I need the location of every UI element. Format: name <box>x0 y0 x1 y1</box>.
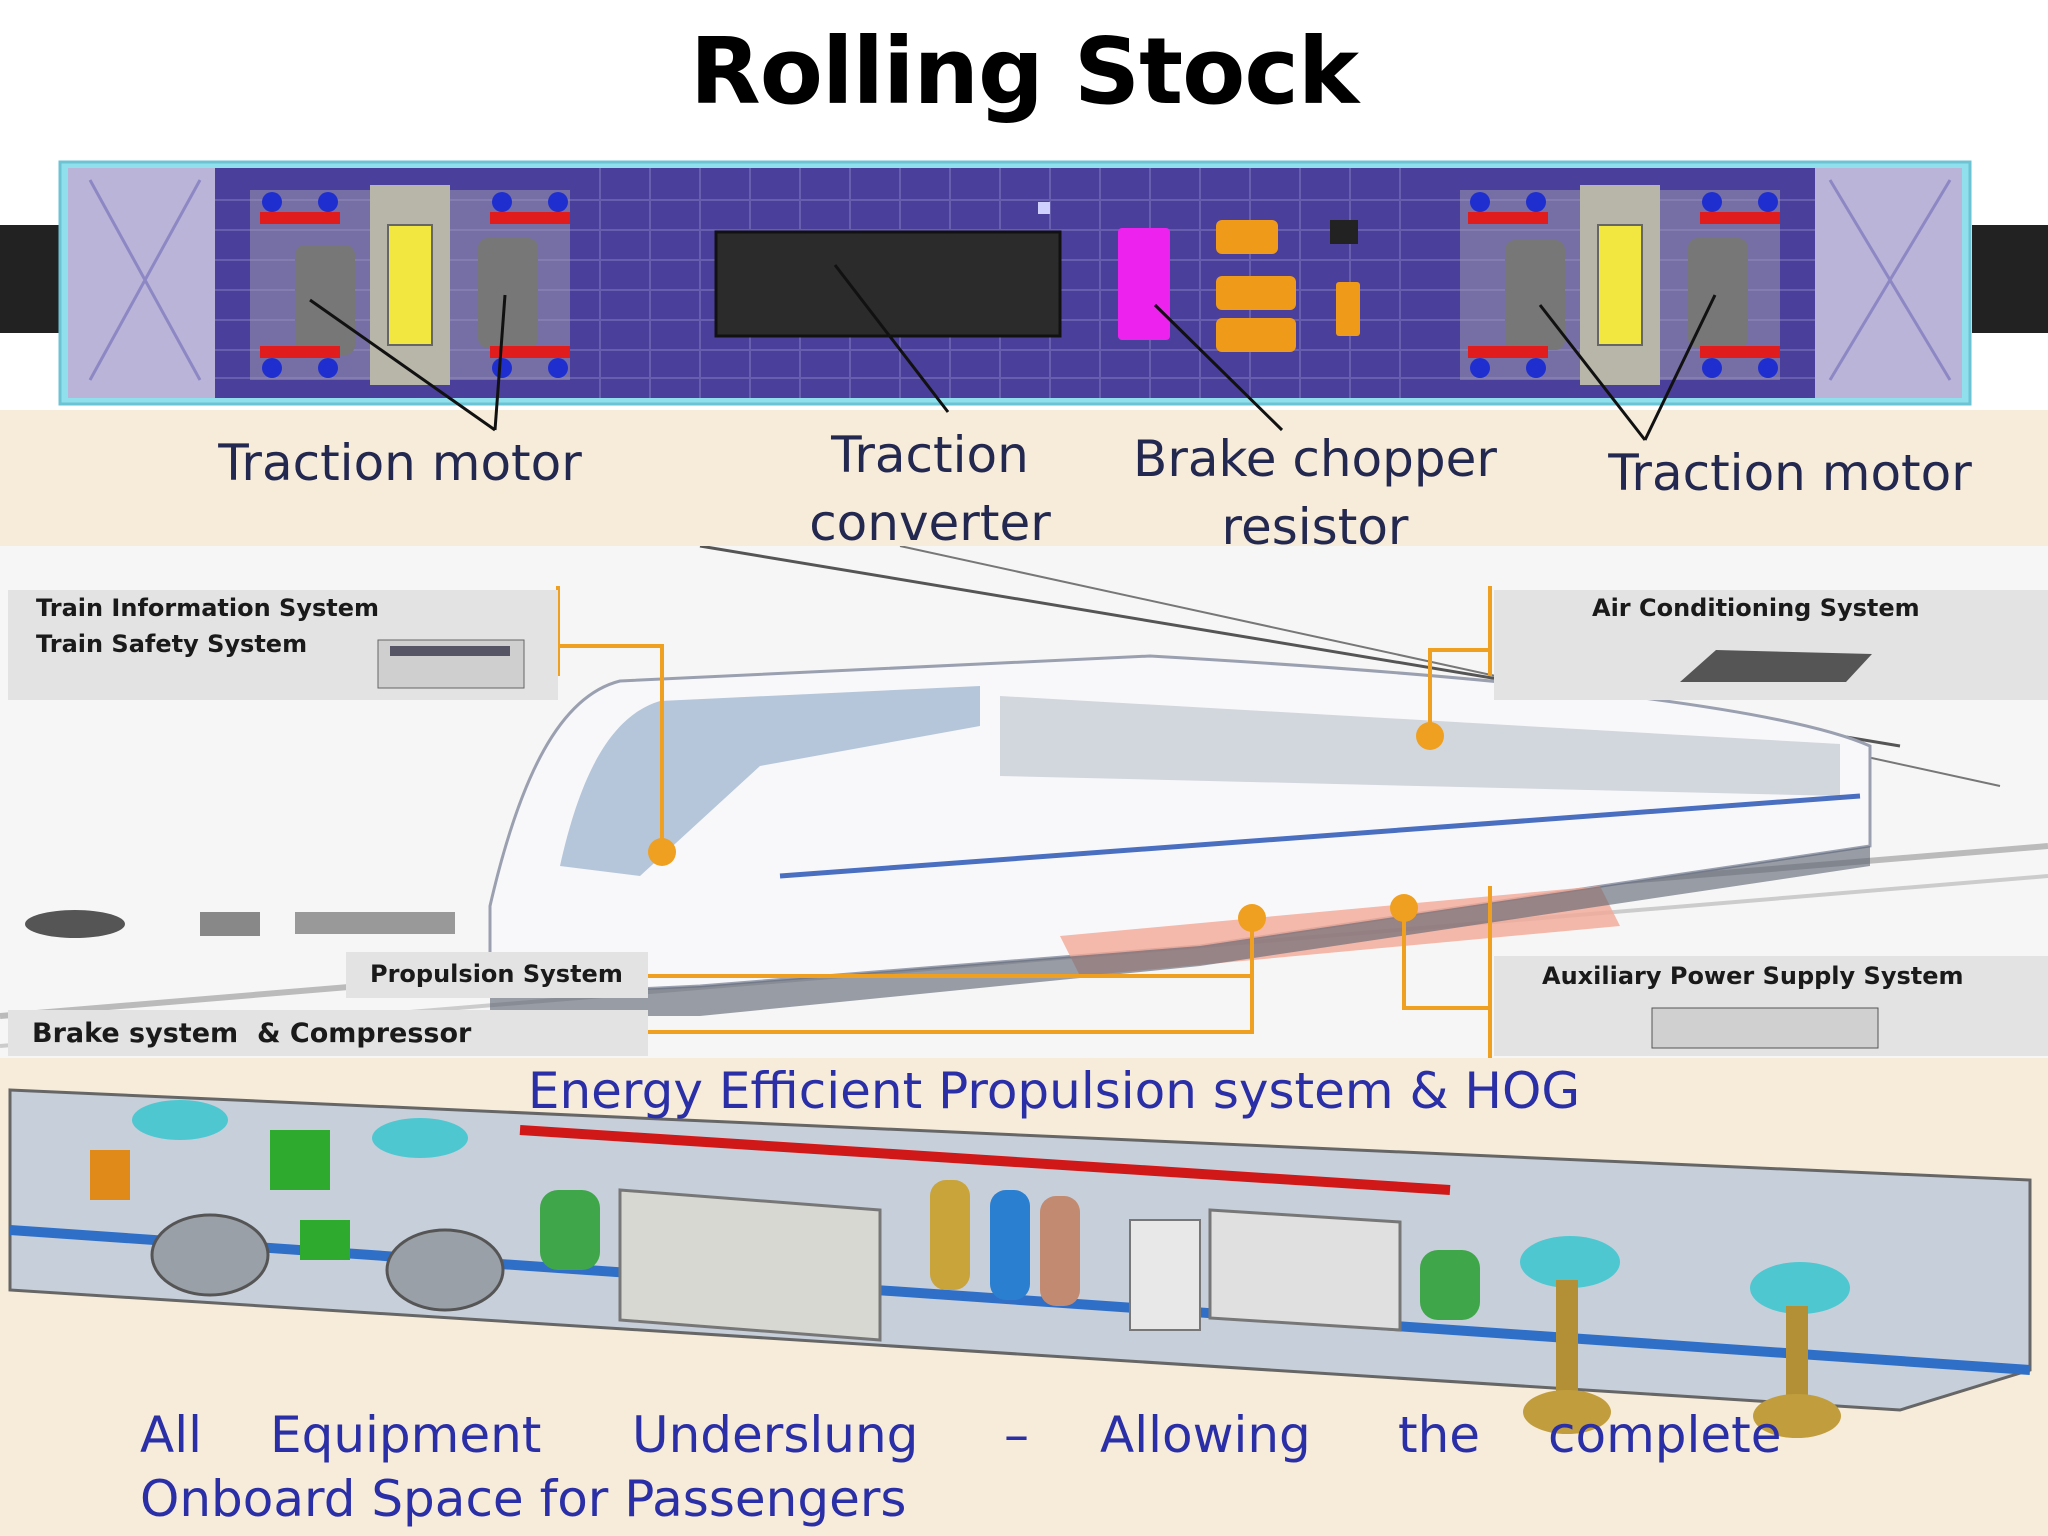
label-brake-compressor: Brake system & Compressor <box>32 1018 472 1049</box>
callout-dot-propulsion <box>1238 904 1266 932</box>
footer-word-the: the <box>1398 1406 1481 1464</box>
footer-word-complete: complete <box>1548 1406 1782 1464</box>
traction-motor-right-1 <box>1505 240 1565 350</box>
air-conditioning-unit-icon <box>1680 650 1872 682</box>
label-train-info-system: Train Information System <box>36 594 380 622</box>
label-train-safety-system: Train Safety System <box>36 630 308 658</box>
bogie-center-left <box>387 224 433 346</box>
bogie-center-right <box>1597 224 1643 346</box>
bogie-left <box>250 185 570 385</box>
callout-dot-ac <box>1416 722 1444 750</box>
label-traction-converter-line2: converter <box>809 494 1051 552</box>
label-traction-motor-left: Traction motor <box>218 434 582 492</box>
propulsion-box <box>346 952 648 998</box>
label-traction-converter-line1: Traction <box>831 426 1029 484</box>
callout-dot-info <box>648 838 676 866</box>
label-traction-motor-right: Traction motor <box>1608 444 1972 502</box>
equipment-cutaway-diagram <box>8 1088 2032 1438</box>
footer-word-equipment: Equipment <box>270 1406 542 1464</box>
traction-converter-box <box>714 230 1062 338</box>
bogie-right <box>1460 185 1780 385</box>
underframe-diagram <box>0 160 2048 441</box>
callout-dot-aux <box>1390 894 1418 922</box>
label-air-conditioning-system: Air Conditioning System <box>1592 594 1920 622</box>
label-propulsion-system: Propulsion System <box>370 960 623 988</box>
traction-motor-left-1 <box>295 245 355 355</box>
train-systems-panel: Train Information System Train Safety Sy… <box>0 546 2048 1058</box>
brake-box <box>8 1010 648 1056</box>
equipment-heading: Energy Efficient Propulsion system & HOG <box>527 1062 1581 1120</box>
train-illustration <box>0 546 2048 1058</box>
label-brake-chopper-line1: Brake chopper <box>1133 430 1497 488</box>
coupler-right <box>1972 225 2048 333</box>
page-title: Rolling Stock <box>689 18 1359 125</box>
label-aux-power-supply: Auxiliary Power Supply System <box>1542 962 1964 990</box>
footer-word-dash: – <box>1004 1406 1029 1464</box>
footer-word-all: All <box>140 1406 202 1464</box>
train-info-device-icon <box>377 639 525 689</box>
traction-motor-left-2 <box>478 238 538 348</box>
brake-chopper-resistor-box <box>1118 228 1170 340</box>
aux-power-unit-icon <box>1651 1007 1879 1049</box>
footer-word-allowing: Allowing <box>1100 1406 1311 1464</box>
footer-line-2: Onboard Space for Passengers <box>140 1470 907 1528</box>
footer-word-underslung: Underslung <box>632 1406 919 1464</box>
underframe-label-band <box>0 410 2048 546</box>
